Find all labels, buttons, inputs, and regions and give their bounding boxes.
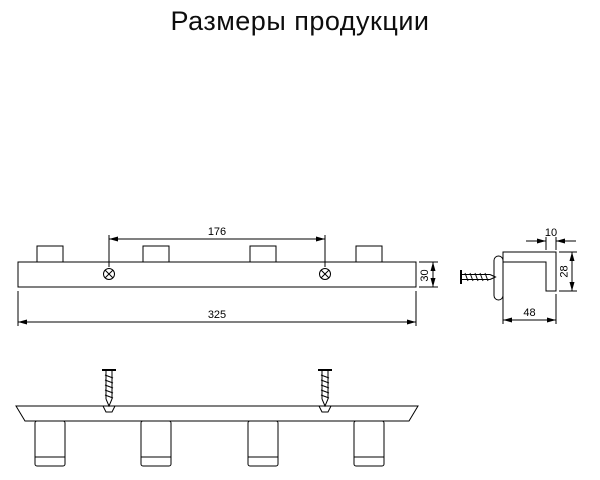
front-view: 176 325 30 <box>17 226 438 326</box>
dimension-hook-thickness: 10 <box>526 227 576 250</box>
countersink-left <box>102 405 116 413</box>
rail-bar-bottom <box>15 405 419 422</box>
hook-profile-side <box>502 251 557 292</box>
wall-plate-side <box>493 255 504 301</box>
dimension-hook-drop: 28 <box>559 251 577 292</box>
hook-2-bottom <box>140 420 172 467</box>
countersink-right <box>318 405 332 413</box>
hooks-bottom <box>34 420 385 467</box>
hook-1-bottom <box>34 420 66 467</box>
dim-hole-spacing-label: 176 <box>208 226 226 238</box>
hook-2-front <box>142 245 170 263</box>
dimension-bar-height: 30 <box>419 261 438 288</box>
dim-total-length-label: 325 <box>208 309 226 321</box>
side-view: 10 28 48 <box>460 227 577 324</box>
screw-head-right-icon <box>319 268 331 280</box>
hook-1-front <box>36 245 64 263</box>
dim-bar-height-label: 30 <box>419 269 431 281</box>
dimension-total-length: 325 <box>17 291 417 326</box>
hook-3-bottom <box>247 420 279 467</box>
hook-4-bottom <box>353 420 385 467</box>
dim-hook-drop-label: 28 <box>559 265 571 277</box>
dimension-hole-spacing: 176 <box>108 226 326 267</box>
screw-bottom-left-icon <box>102 369 116 408</box>
dim-hook-thickness-label: 10 <box>545 227 557 239</box>
dimension-depth: 48 <box>502 294 557 324</box>
hook-4-front <box>355 245 383 263</box>
rail-bar-front <box>17 261 417 288</box>
screw-bottom-right-icon <box>318 369 332 408</box>
screw-side-icon <box>460 270 497 284</box>
page-title: Размеры продукции <box>170 6 430 36</box>
screw-head-left-icon <box>103 268 115 280</box>
bottom-view <box>15 369 419 467</box>
hook-3-front <box>249 245 277 263</box>
dim-depth-label: 48 <box>523 307 535 319</box>
